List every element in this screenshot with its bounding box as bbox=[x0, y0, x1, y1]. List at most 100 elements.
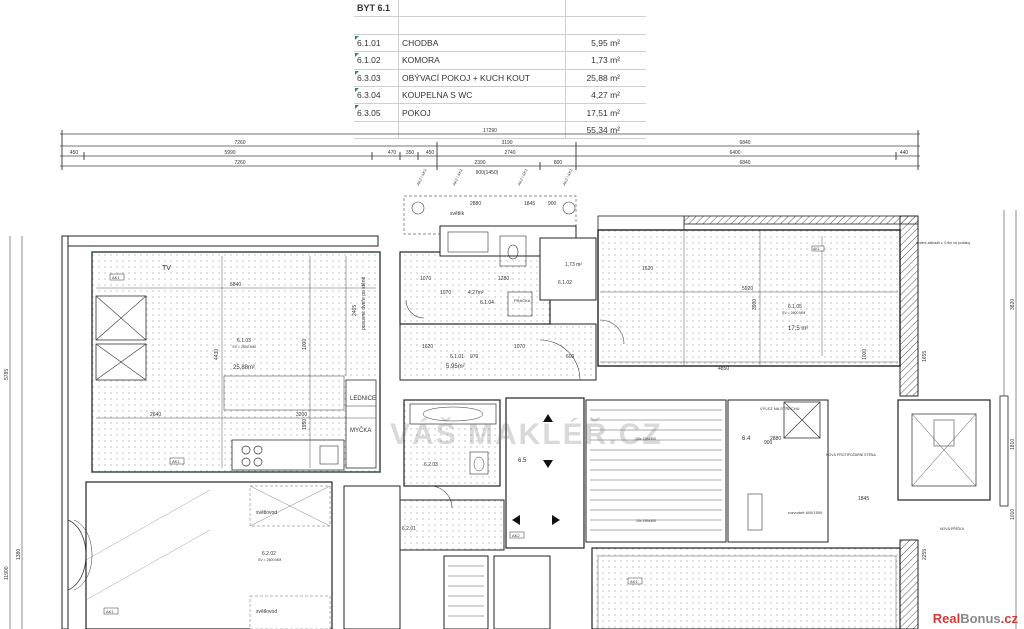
room-sub-room: SV = 2600 MM bbox=[782, 311, 805, 315]
svg-text:AK2 / AK1: AK2 / AK1 bbox=[561, 167, 574, 186]
dim-text: 7260 bbox=[234, 140, 245, 146]
room-id-room2: 6.2.02 bbox=[262, 551, 276, 557]
sliding-door-label: posuvné dveře po stěně bbox=[361, 276, 367, 330]
svg-text:AK2 / AK1: AK2 / AK1 bbox=[516, 167, 529, 186]
schedule-total-row: 55,34 m² bbox=[354, 121, 646, 140]
dim-text: 2880 bbox=[770, 436, 781, 442]
dim-text: 350 bbox=[406, 150, 415, 156]
room-area-bath: 4,27m² bbox=[468, 290, 484, 296]
dim-text: 450 bbox=[426, 150, 435, 156]
dim-text: 1070 bbox=[514, 344, 525, 350]
dim-text: 1070 bbox=[440, 290, 451, 296]
room-area-storage: 1,73 m² bbox=[565, 262, 582, 268]
vent-label: 10x 195x300 bbox=[636, 519, 656, 523]
room-id-bath2: 6.2.03 bbox=[424, 462, 438, 468]
room-id-living: 6.1.03 bbox=[237, 338, 251, 344]
room-id-corridor: 6.1.01 bbox=[450, 354, 464, 360]
column-symbol bbox=[411, 201, 425, 215]
table-row: 6.1.01 CHODBA 5,95 m² bbox=[354, 34, 646, 53]
lightwell-label: světlovod bbox=[256, 609, 277, 615]
side-dimension-lines bbox=[9, 210, 1017, 629]
dim-text: 900 bbox=[548, 201, 557, 207]
vent-label: 10x 195x300 bbox=[636, 437, 656, 441]
svg-text:AK1: AK1 bbox=[813, 247, 820, 251]
dim-text: 470 bbox=[388, 150, 397, 156]
fridge-label: LEDNICE bbox=[350, 396, 376, 402]
schedule-title: BYT 6.1 bbox=[354, 0, 399, 18]
side-dimension-texts: 5785 1380 11900 3820 1810 1655 2255 1010 bbox=[4, 299, 1016, 580]
skylight-label: světlík bbox=[450, 211, 465, 217]
dim-text: 5840 bbox=[230, 282, 241, 288]
dim-text: 6400 bbox=[729, 150, 740, 156]
new-partition-label: NOVÁ PŘÍČKA bbox=[940, 526, 965, 531]
dim-text: 2255 bbox=[922, 549, 928, 560]
new-wall-label: NOVÁ PROTIPOŽÁRNÍ STĚNA bbox=[826, 452, 876, 457]
dim-text: 1280 bbox=[498, 276, 509, 282]
schedule-total: 55,34 m² bbox=[565, 121, 646, 140]
railing-note: vedení zábradlí v. 0,9m na podlahy bbox=[916, 241, 970, 245]
lift-id: 6.4 bbox=[742, 436, 751, 442]
dim-text: 1655 bbox=[922, 351, 928, 362]
dim-text: 600 bbox=[566, 354, 575, 360]
dim-text: 2740 bbox=[504, 150, 515, 156]
dim-text: 11900 bbox=[4, 566, 10, 580]
table-row: 6.1.02 KOMORA 1,73 m² bbox=[354, 51, 646, 70]
dim-text: 4850 bbox=[718, 366, 729, 372]
dim-text: 5920 bbox=[742, 286, 753, 292]
dim-text: 2390 bbox=[474, 160, 485, 166]
dim-text: 450 bbox=[70, 150, 79, 156]
table-row: 6.3.03 OBÝVACÍ POKOJ + KUCH KOUT 25,88 m… bbox=[354, 69, 646, 87]
room-id-storage: 6.1.02 bbox=[558, 280, 572, 286]
top-dimension-lines bbox=[60, 130, 920, 170]
living-room bbox=[91, 251, 381, 473]
svg-text:AK2: AK2 bbox=[512, 533, 520, 538]
table-row: 6.3.04 KOUPELNA S WC 4,27 m² bbox=[354, 86, 646, 105]
column-symbol bbox=[562, 201, 576, 215]
dishwasher-label: MYČKA bbox=[350, 427, 371, 434]
lightwell-label: světlovod bbox=[256, 510, 277, 516]
stair-core bbox=[505, 397, 829, 549]
room-6-1-05-labels: 6.1.05 SV = 2600 MM 17,5 m² 5920 3900 16… bbox=[642, 241, 970, 372]
stair-id: 6.5 bbox=[518, 458, 527, 464]
dim-text: 800 bbox=[554, 160, 563, 166]
room-area-corridor: 5,95m² bbox=[446, 364, 465, 370]
dim-text: 970 bbox=[470, 354, 479, 360]
room-6-1-05 bbox=[597, 229, 901, 367]
brand-part1: Real bbox=[932, 611, 961, 626]
living-room-labels: TV 6.1.03 SV = 2600 MM 25,88m² LEDNICE M… bbox=[150, 265, 376, 434]
dim-text: 3820 bbox=[1010, 299, 1016, 310]
watermark: VÁŠ MAKLÉŘ.CZ bbox=[390, 418, 663, 451]
ak-tags-left: AK1 AK1 bbox=[109, 273, 185, 465]
room-id-hall2: 6.2.01 bbox=[402, 526, 416, 532]
tv-label: TV bbox=[162, 265, 171, 272]
dim-text: 1845 bbox=[524, 201, 535, 207]
dim-text: 2465 bbox=[352, 305, 358, 316]
realbonus-logo: RealBonus.cz bbox=[933, 611, 1018, 626]
dim-text: 4430 bbox=[214, 349, 220, 360]
dim-text: 1620 bbox=[642, 266, 653, 272]
schedule-header-row: BYT 6.1 bbox=[354, 0, 646, 18]
dim-text: 1810 bbox=[1010, 439, 1016, 450]
dim-text: 7260 bbox=[234, 160, 245, 166]
table-row: 6.3.05 POKOJ 17,51 m² bbox=[354, 103, 646, 122]
room-schedule-table: BYT 6.1 6.1.01 CHODBA 5,95 m² 6.1.02 KOM… bbox=[354, 0, 646, 140]
dim-text: 1950 bbox=[302, 419, 308, 430]
dim-text: 1380 bbox=[16, 549, 22, 560]
dim-text: 5990 bbox=[224, 150, 235, 156]
brand-part2: Bonus bbox=[960, 611, 1001, 626]
dim-text: 1620 bbox=[422, 344, 433, 350]
stair-labels: 6.5 6.4 VÝLEZ NA STŘECHU rozvodně 600/15… bbox=[518, 406, 965, 531]
dim-overall: 17290 bbox=[483, 128, 497, 134]
lower-left-labels: světlovod světlovod 6.2.02 SV = 2600 MM … bbox=[103, 510, 643, 615]
svg-text:AK2 / AK1: AK2 / AK1 bbox=[451, 167, 464, 186]
central-core bbox=[399, 225, 625, 381]
dim-text: 440 bbox=[900, 150, 909, 156]
svg-text:AK1: AK1 bbox=[172, 459, 180, 464]
dim-text: 1000 bbox=[862, 349, 868, 360]
dim-text: 3190 bbox=[501, 140, 512, 146]
brand-suffix: .cz bbox=[1000, 611, 1018, 626]
lift-shaft bbox=[897, 399, 991, 501]
room-id-bath: 6.1.04 bbox=[480, 300, 494, 306]
